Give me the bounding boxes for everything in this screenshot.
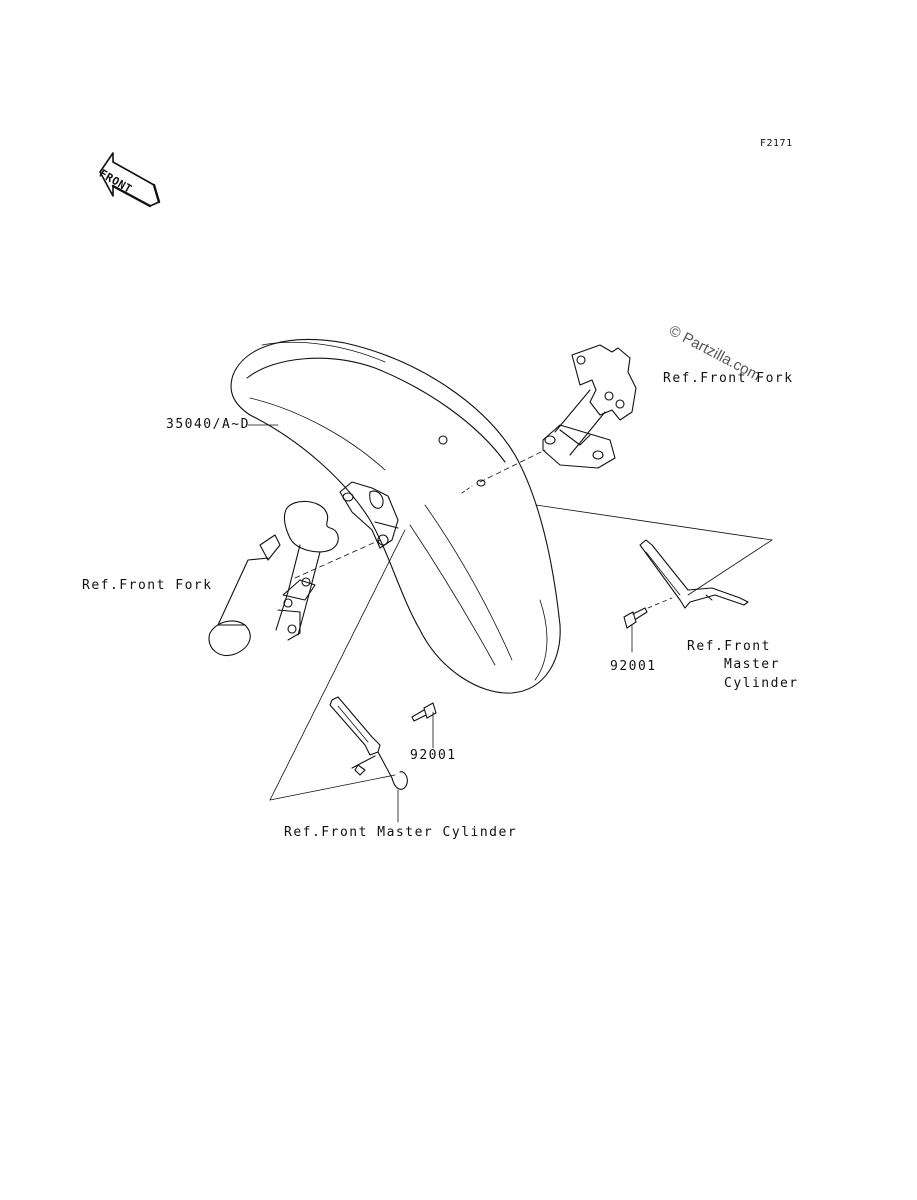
front-fork-right	[542, 344, 637, 469]
nut-right	[476, 479, 486, 487]
front-arrow-icon	[99, 152, 161, 208]
leader-lines	[247, 424, 773, 823]
diagram-code: F2171	[760, 138, 793, 149]
bolt-right-label: 92001	[610, 659, 657, 674]
hose-bracket-right	[639, 539, 749, 609]
fender-part-label: 35040/A~D	[166, 417, 250, 432]
ref-master-cylinder-bottom-label: Ref.Front Master Cylinder	[284, 825, 518, 840]
front-fender	[230, 339, 561, 694]
ref-master-cylinder-right-label-3: Cylinder	[724, 676, 799, 691]
bolt-left-label: 92001	[410, 748, 457, 763]
hose-bracket-left	[329, 696, 408, 790]
bolt-92001-left	[411, 702, 437, 722]
ref-front-fork-left-label: Ref.Front Fork	[82, 578, 213, 593]
ref-master-cylinder-right-label-2: Master	[724, 657, 780, 672]
bolt-92001-right	[623, 607, 648, 629]
ref-master-cylinder-right-label-1: Ref.Front	[687, 639, 771, 654]
front-fork-left	[208, 500, 339, 656]
ref-front-fork-right-label: Ref.Front Fork	[663, 371, 794, 386]
